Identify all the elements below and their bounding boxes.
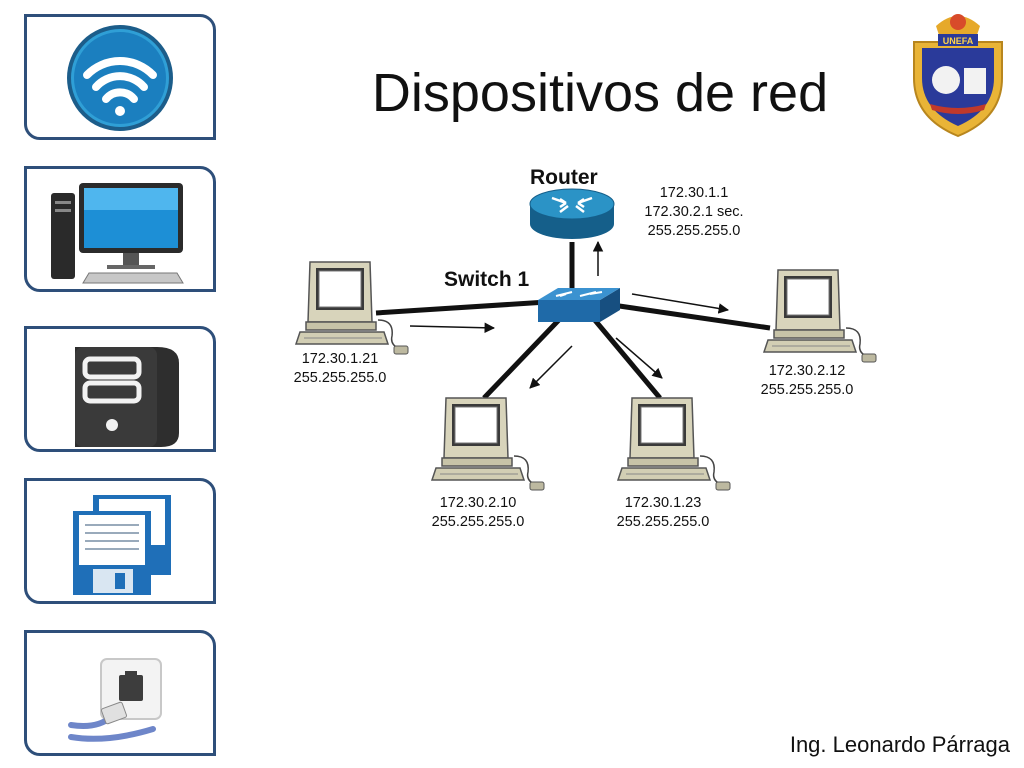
pc-right-ip-block: 172.30.2.12 255.255.255.0	[737, 362, 877, 400]
switch-label: Switch 1	[444, 268, 530, 291]
router-ip-line: 172.30.1.1	[659, 185, 729, 201]
pc-left-ip-block: 172.30.1.21 255.255.255.0	[270, 350, 410, 388]
flow-arrow-switch-to-right	[631, 293, 730, 314]
sidebar-card-files	[24, 478, 216, 604]
switch-icon	[538, 288, 620, 322]
pc-right-icon	[763, 269, 877, 363]
router-label: Router	[530, 166, 598, 189]
flow-arrow-switch-to-bottom-left	[529, 345, 573, 389]
pc-right-mask: 255.255.255.0	[760, 382, 854, 398]
pc-left-mask: 255.255.255.0	[293, 370, 387, 386]
pc-right-ip: 172.30.2.12	[768, 363, 846, 379]
flow-arrow-left-to-switch	[409, 322, 496, 334]
floppy-files-icon	[73, 495, 171, 595]
flow-arrow-switch-to-bottom-right	[615, 337, 663, 379]
pc-bottom-right-icon	[617, 397, 731, 491]
pc-bottom-right-mask: 255.255.255.0	[616, 514, 710, 530]
desktop-computer-icon	[51, 183, 184, 284]
pc-bottom-right-ip-block: 172.30.1.23 255.255.255.0	[593, 494, 733, 532]
pc-bottom-left-mask: 255.255.255.0	[431, 514, 525, 530]
unefa-crest-icon: UNEFA	[913, 14, 1003, 138]
sidebar-card-server	[24, 326, 216, 452]
sidebar-card-wifi	[24, 14, 216, 140]
pc-bottom-left-ip: 172.30.2.10	[439, 495, 517, 511]
pc-bottom-left-ip-block: 172.30.2.10 255.255.255.0	[408, 494, 548, 532]
sidebar-card-desktop	[24, 166, 216, 292]
ethernet-port-icon	[68, 658, 162, 742]
pc-bottom-left-icon	[431, 397, 545, 491]
wifi-icon	[67, 25, 173, 131]
pc-bottom-right-ip: 172.30.1.23	[624, 495, 702, 511]
router-icon	[529, 188, 615, 239]
router-ip-line: 172.30.2.1 sec.	[644, 204, 744, 220]
logo-text: UNEFA	[943, 36, 974, 46]
author-credit: Ing. Leonardo Párraga	[789, 732, 1010, 757]
router-ip-line: 255.255.255.0	[647, 223, 741, 239]
router-ip-block: 172.30.1.1 172.30.2.1 sec. 255.255.255.0	[624, 184, 764, 241]
sidebar-card-ethernet	[24, 630, 216, 756]
slide-title: Dispositivos de red	[371, 63, 829, 123]
server-tower-icon	[75, 347, 179, 447]
pc-left-ip: 172.30.1.21	[301, 351, 379, 367]
pc-left-icon	[295, 261, 409, 355]
